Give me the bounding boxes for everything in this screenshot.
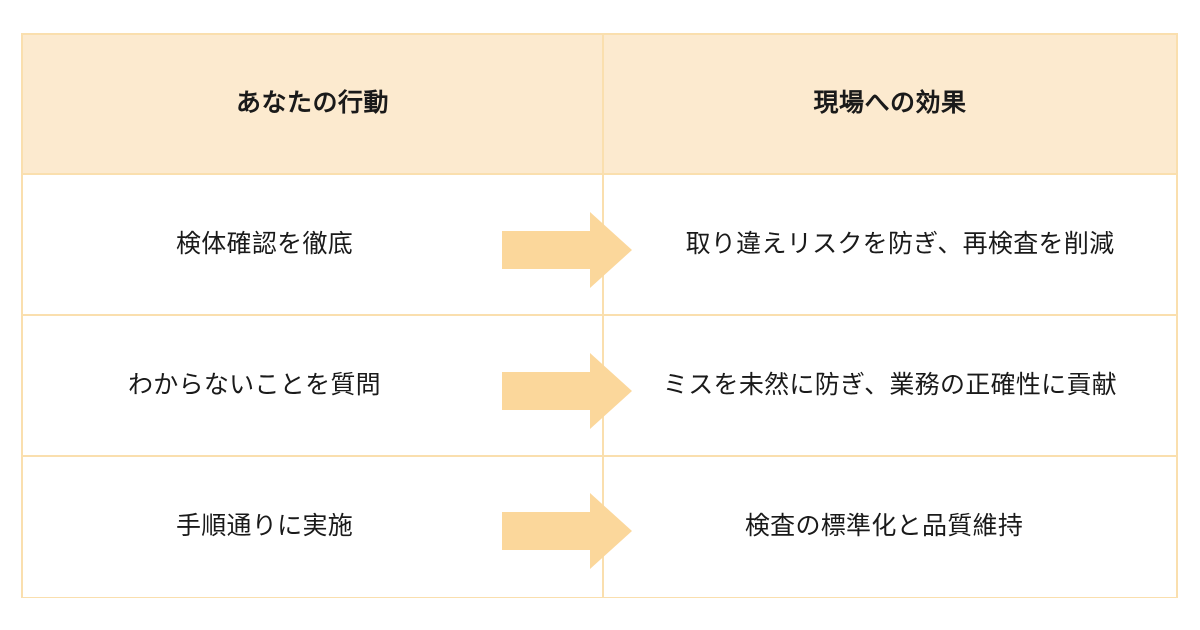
- column-header-effect: 現場への効果: [603, 35, 1176, 175]
- table-body: 検体確認を徹底 取り違えリスクを防ぎ、再検査を削減 わからないことを質問 ミスを…: [23, 174, 1176, 597]
- row-3-action-text: 手順通りに実施: [175, 512, 354, 541]
- table-header: あなたの行動 現場への効果: [23, 35, 1176, 175]
- row-1-effect-text: 取り違えリスクを防ぎ、再検査を削減: [685, 229, 1115, 258]
- row-3-action-cell: 手順通りに実施: [23, 455, 604, 597]
- column-header-effect-label: 現場への効果: [813, 89, 967, 118]
- row-2-action-cell: わからないことを質問: [23, 314, 604, 456]
- table-header-row: あなたの行動 現場への効果: [23, 35, 1176, 175]
- row-1-action-text: 検体確認を徹底: [175, 229, 354, 258]
- row-1-action-cell: 検体確認を徹底: [23, 174, 604, 315]
- table-row: 検体確認を徹底 取り違えリスクを防ぎ、再検査を削減: [23, 174, 1176, 315]
- column-header-action-label: あなたの行動: [235, 89, 389, 118]
- table-row: わからないことを質問 ミスを未然に防ぎ、業務の正確性に貢献: [23, 314, 1176, 456]
- comparison-table-container: あなたの行動 現場への効果 検体確認を徹底 取り違えリスクを防ぎ、再検査を削減: [21, 33, 1178, 598]
- row-3-effect-text: 検査の標準化と品質維持: [744, 512, 1024, 541]
- row-2-effect-cell: ミスを未然に防ぎ、業務の正確性に貢献: [603, 314, 1176, 456]
- column-header-action: あなたの行動: [23, 35, 604, 175]
- row-2-effect-text: ミスを未然に防ぎ、業務の正確性に貢献: [662, 370, 1118, 399]
- row-2-action-text: わからないことを質問: [127, 370, 381, 399]
- comparison-table: あなたの行動 現場への効果 検体確認を徹底 取り違えリスクを防ぎ、再検査を削減: [23, 35, 1176, 597]
- row-1-effect-cell: 取り違えリスクを防ぎ、再検査を削減: [603, 174, 1176, 315]
- table-row: 手順通りに実施 検査の標準化と品質維持: [23, 455, 1176, 597]
- row-3-effect-cell: 検査の標準化と品質維持: [603, 455, 1176, 597]
